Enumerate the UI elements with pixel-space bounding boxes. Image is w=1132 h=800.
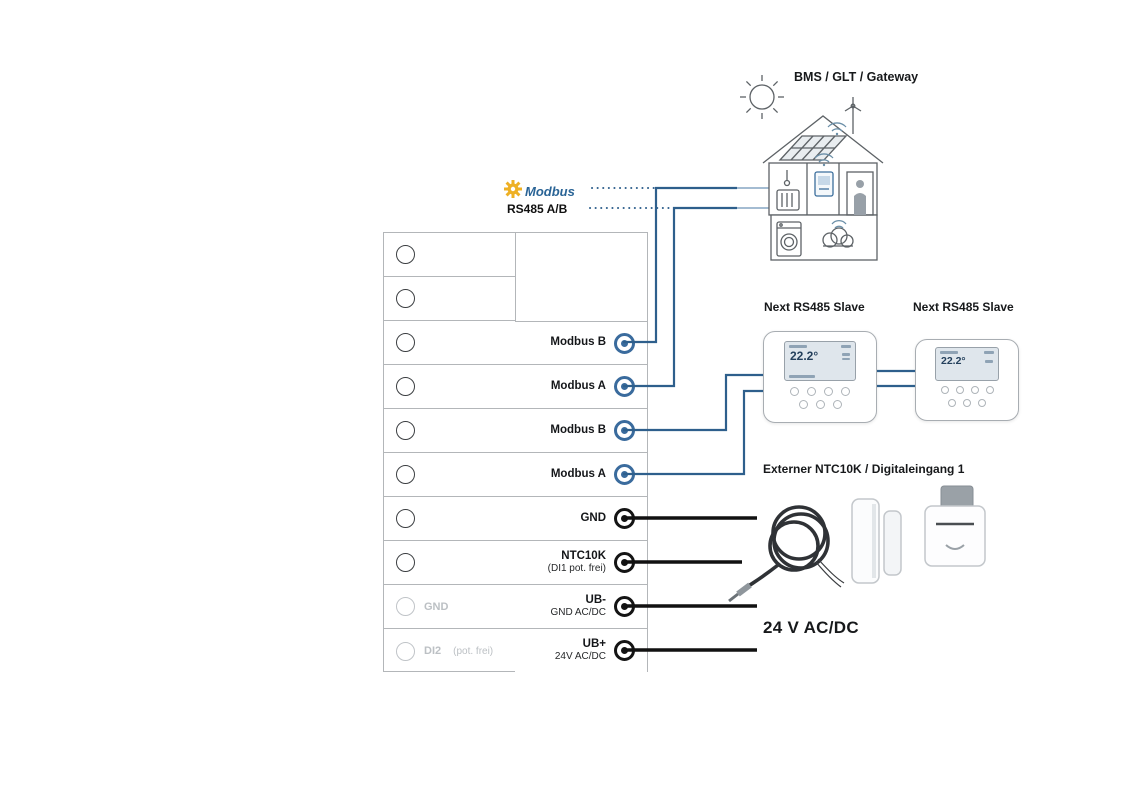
in-house-modbus-lines	[737, 187, 823, 239]
house-main-floor	[768, 162, 878, 216]
sun-icon	[740, 75, 784, 119]
modbus-gear-icon	[503, 179, 523, 204]
device-key-icon	[940, 386, 949, 394]
external-input-label: Externer NTC10K / Digitaleingang 1	[763, 462, 965, 476]
ntc10k-terminal-icon	[614, 552, 635, 573]
slave-2-label: Next RS485 Slave	[913, 300, 1014, 314]
modbus-badge: Modbus	[503, 179, 575, 204]
modbus-a-terminal-icon	[614, 376, 635, 397]
ntc-wire-ends	[815, 558, 845, 588]
ntc-probe-sleeve	[736, 582, 752, 597]
terminal-row-gnd: GND	[384, 585, 515, 629]
terminal-block: GND DI2(pot. frei) Modbus B Modbus A Mod…	[383, 232, 648, 672]
device-key-icon	[841, 387, 850, 396]
terminal-hole-icon	[396, 245, 415, 264]
wifi-icon	[831, 220, 847, 229]
modbus-b-terminal-icon	[614, 332, 635, 354]
device-key-icon	[807, 387, 816, 396]
terminal-hole-icon	[396, 377, 415, 396]
terminal-hole-icon	[396, 421, 415, 440]
person-head	[856, 180, 864, 188]
terminal-row	[384, 453, 515, 497]
wind-turbine-icon	[844, 97, 862, 134]
terminal-row	[384, 277, 515, 321]
washing-machine-icon	[776, 221, 802, 257]
terminal-cell-ntc10k: NTC10K(DI1 pot. frei)	[515, 541, 647, 585]
terminal-cell-gnd: GND	[515, 497, 647, 541]
key-card	[940, 485, 974, 515]
modbus-a-terminal-icon	[614, 464, 635, 485]
wifi-icon	[814, 153, 834, 167]
house-roof	[762, 115, 884, 164]
modbus-wires	[623, 186, 915, 476]
door-and-person-icon	[846, 171, 874, 216]
terminal-row	[384, 365, 515, 409]
device-screen: 22.2°	[935, 347, 999, 381]
device-key-icon	[970, 386, 979, 394]
smart-cloud-icon	[822, 220, 854, 248]
rs485-slave-device-1: 22.2°	[763, 331, 877, 423]
terminal-row	[384, 321, 515, 365]
ub-plus-terminal-icon	[614, 640, 635, 661]
gnd-terminal-icon	[614, 508, 635, 529]
thermostat-icon	[814, 171, 834, 197]
modbus-label: Modbus	[525, 184, 575, 199]
device-key-icon	[790, 387, 799, 396]
terminal-row	[384, 497, 515, 541]
power-supply-label: 24 V AC/DC	[763, 618, 859, 637]
terminal-hole-icon	[396, 509, 415, 528]
device-temperature: 22.2°	[790, 348, 819, 363]
device-key-icon	[978, 399, 986, 407]
terminal-cell-modbus-a1: Modbus A	[515, 365, 647, 409]
device-key-icon	[798, 400, 808, 409]
slave-1-label: Next RS485 Slave	[764, 300, 865, 314]
terminal-block-left-column: GND DI2(pot. frei)	[384, 233, 516, 671]
terminal-hole-icon	[396, 553, 415, 572]
device-key-icon	[824, 387, 833, 396]
rs485-slave-device-2: 22.2°	[915, 339, 1019, 421]
terminal-cell-ub-plus: UB+24V AC/DC	[515, 629, 647, 672]
ntc-probe-tip	[728, 592, 739, 603]
gateway-house-illustration	[740, 75, 884, 261]
modbus-b-terminal-icon	[614, 420, 635, 441]
terminal-hole-icon	[396, 641, 415, 661]
terminal-row	[384, 233, 515, 277]
terminal-cell-modbus-b1: Modbus B	[515, 321, 647, 365]
device-key-icon	[955, 386, 964, 394]
radiator-icon	[776, 170, 800, 211]
solar-panel-icon	[778, 135, 848, 161]
terminal-row-di2: DI2(pot. frei)	[384, 629, 515, 673]
person-body	[854, 193, 866, 215]
house-basement	[770, 214, 878, 261]
device-key-icon	[985, 386, 994, 394]
device-key-icon	[832, 400, 842, 409]
card-switch-illustration	[924, 485, 986, 567]
thermometer-icon	[783, 170, 791, 187]
card-switch-plate	[924, 505, 986, 567]
terminal-cell-ub-minus: UB-GND AC/DC	[515, 585, 647, 629]
ntc-cable-illustration	[728, 505, 845, 603]
gateway-label: BMS / GLT / Gateway	[794, 70, 919, 84]
device-screen: 22.2°	[784, 341, 856, 381]
device-key-icon	[815, 400, 825, 409]
terminal-hole-icon	[396, 289, 415, 308]
terminal-cell-modbus-a2: Modbus A	[515, 453, 647, 497]
rs485-label: RS485 A/B	[507, 202, 568, 216]
terminal-cell-modbus-b2: Modbus B	[515, 409, 647, 453]
ub-minus-terminal-icon	[614, 596, 635, 617]
terminal-row	[384, 409, 515, 453]
terminal-hole-icon	[396, 597, 415, 616]
rs485-dotted-lines	[589, 187, 673, 209]
wifi-icon	[827, 122, 847, 136]
device-temperature: 22.2°	[941, 354, 966, 367]
terminal-hole-icon	[396, 333, 415, 352]
device-key-icon	[963, 399, 971, 407]
card-switch-mark	[945, 544, 965, 550]
terminal-row	[384, 541, 515, 585]
door-contact-illustration	[851, 498, 902, 584]
device-key-icon	[948, 399, 956, 407]
terminal-hole-icon	[396, 465, 415, 484]
